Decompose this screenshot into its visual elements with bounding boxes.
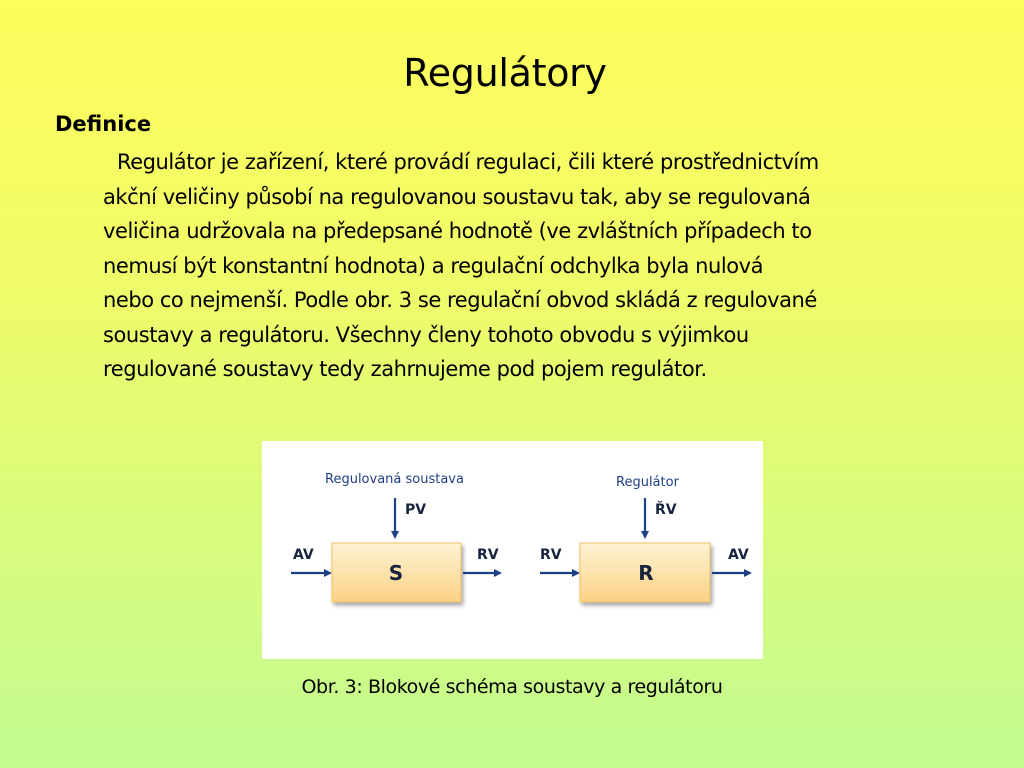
block-diagram-figure: Regulovaná soustava PV AV S RV Regulátor… [262,441,763,659]
section-heading: Definice [55,112,152,136]
definition-line: nebo co nejmenší. Podle obr. 3 se regula… [103,288,817,312]
controller-top-input-label: ŘV [655,501,677,518]
definition-line: akční veličiny působí na regulovanou sou… [103,184,811,209]
figure-caption: Obr. 3: Blokové schéma soustavy a regulá… [301,676,723,698]
controller-left-input-label: RV [540,547,562,563]
system-header-label: Regulovaná soustava [325,472,464,487]
controller-right-output-label: AV [728,547,749,563]
system-top-input-label: PV [405,502,426,518]
block-diagram: Regulovaná soustava PV AV S RV Regulátor… [291,472,752,603]
definition-line: soustavy a regulátoru. Všechny členy toh… [103,322,749,347]
controller-header-label: Regulátor [616,475,680,490]
definition-line: veličina udržovala na předepsané hodnotě… [103,219,812,243]
slide-title: Regulátory [403,51,607,95]
system-group: Regulovaná soustava PV AV S RV [291,472,502,603]
definition-line: nemusí být konstantní hodnota) a regulač… [103,253,764,278]
system-right-output-label: RV [477,547,499,563]
controller-block-label: R [638,561,653,585]
definition-line: regulované soustavy tedy zahrnujeme pod … [103,357,707,381]
system-left-input-label: AV [293,547,314,563]
system-block-label: S [389,561,403,585]
definition-line: Regulátor je zařízení, které provádí reg… [117,150,819,174]
definition-paragraph: Regulátor je zařízení, které provádí reg… [103,145,923,387]
controller-group: Regulátor ŘV RV R AV [540,475,752,603]
controller-block [579,542,711,603]
system-block [331,542,462,603]
